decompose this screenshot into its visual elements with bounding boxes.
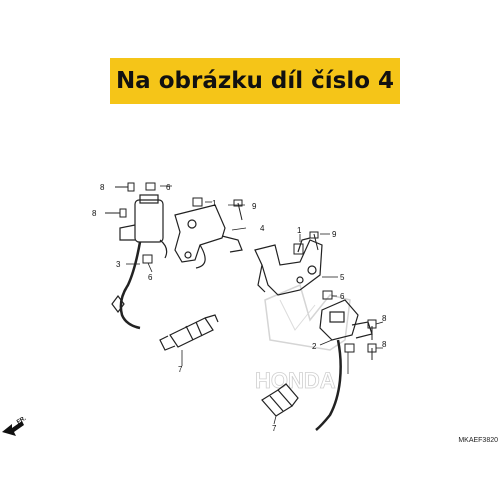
label-part-1: 1	[297, 226, 302, 235]
label-part-1: 1	[212, 199, 217, 208]
label-part-8: 8	[92, 209, 97, 218]
label-part-7: 7	[272, 424, 277, 433]
label-part-5: 5	[340, 273, 345, 282]
plug-cap-right	[261, 383, 299, 417]
ignition-coil-left	[111, 194, 168, 330]
leader-lines	[126, 185, 384, 425]
honda-watermark: HONDA	[255, 283, 351, 393]
plug-cap-left	[159, 314, 219, 351]
ignition-coil-right	[315, 299, 373, 431]
label-part-7: 7	[178, 365, 183, 374]
fasteners	[105, 182, 377, 360]
diagram-code: MKAEF3820	[458, 437, 498, 444]
label-part-8: 8	[382, 340, 387, 349]
coil-bracket-right	[254, 237, 323, 296]
label-part-6: 6	[166, 183, 171, 192]
label-part-9: 9	[332, 230, 337, 239]
label-part-3: 3	[116, 260, 121, 269]
label-part-9: 9	[252, 202, 257, 211]
coil-bracket-left	[174, 204, 243, 269]
front-direction-arrow: FR.	[2, 416, 28, 436]
label-part-2: 2	[312, 342, 317, 351]
label-part-8: 8	[382, 314, 387, 323]
label-part-4: 4	[260, 224, 265, 233]
label-part-8: 8	[100, 183, 105, 192]
front-label: FR.	[16, 416, 28, 426]
part-number-banner: Na obrázku díl číslo 4	[110, 58, 400, 104]
watermark-text: HONDA	[255, 368, 336, 393]
label-part-6: 6	[340, 292, 345, 301]
label-part-6: 6	[148, 273, 153, 282]
banner-text: Na obrázku díl číslo 4	[115, 68, 395, 94]
